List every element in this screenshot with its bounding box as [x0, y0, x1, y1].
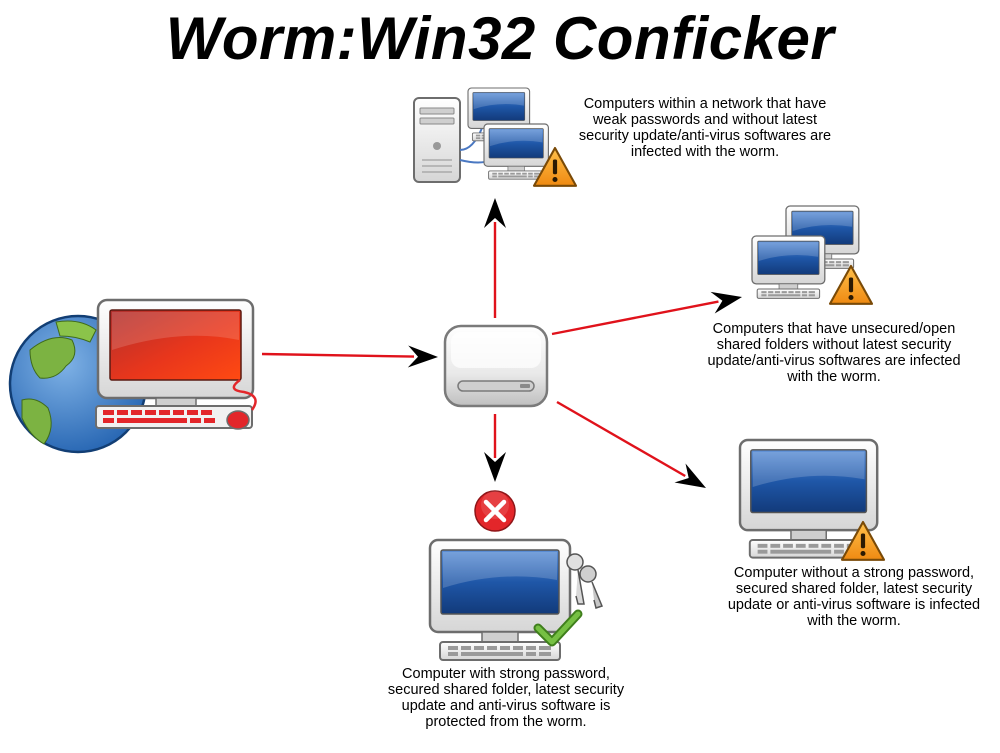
network-caption: Computers within a network that have wea… [578, 96, 832, 160]
blocked-x-icon [474, 490, 516, 532]
network-computers-warning-icon [413, 87, 578, 187]
arrow-hub-to-single [556, 400, 706, 488]
single-computer-caption: Computer without a strong password, secu… [727, 565, 981, 629]
infected-computer-with-globe-icon [8, 298, 257, 454]
single-computer-warning-icon [738, 438, 886, 561]
arrow-source-to-hub [261, 345, 438, 368]
arrows-group [261, 198, 742, 488]
removable-drive-icon [443, 324, 549, 408]
arrow-hub-to-protected [484, 414, 506, 482]
shared-folder-caption: Computers that have unsecured/open share… [707, 321, 961, 385]
protected-computer-keys-check-icon [428, 538, 604, 662]
shared-folder-computers-warning-icon [751, 205, 874, 305]
arrow-hub-to-network [484, 198, 506, 318]
protected-computer-caption: Computer with strong password, secured s… [387, 666, 625, 730]
arrow-hub-to-shared [551, 291, 742, 336]
page-title: Worm:Win32 Conficker [165, 5, 835, 72]
